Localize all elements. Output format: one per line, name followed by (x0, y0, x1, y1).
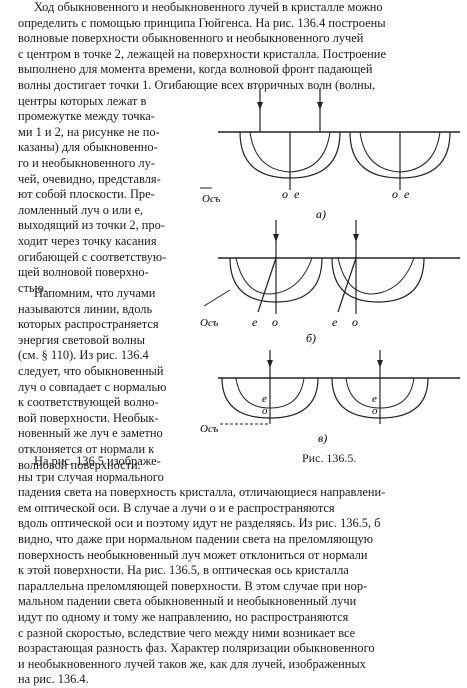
para1-line: стью. (18, 280, 47, 295)
o-label-c2: o (372, 405, 378, 417)
wave-surface-b2 (331, 257, 425, 303)
para2-line: называются линии, вдоль (18, 301, 153, 316)
para3-line: на рис. 136.4. (18, 672, 89, 687)
panel-label-b: б) (306, 331, 316, 345)
para3-line: и необыкновенного лучей таков же, как дл… (18, 656, 366, 671)
e-ray-b1 (257, 257, 277, 313)
arrow-b2 (353, 234, 359, 242)
e-label-b2: e (332, 315, 338, 329)
o-label-a2: o (392, 187, 398, 201)
para1-line: волны достигает точки 1. Огибающие всех … (18, 78, 376, 92)
para3-line: поверхность необыкновенный луч может отк… (18, 547, 368, 562)
figure-caption: Рис. 136.5. (302, 451, 357, 465)
para1-line: чей, очевидно, представля- (18, 171, 161, 186)
para3-line: вдоль оптической оси и поэтому идут не р… (18, 516, 381, 531)
para3-line: мальном падении света обыкновенный и нео… (18, 594, 357, 609)
para1-line: центры которых лежат в (18, 93, 147, 108)
para1-line: выполнено для момента времени, когда вол… (18, 62, 373, 77)
para3-line: к этой поверхности. На рис. 136.5, в опт… (18, 563, 349, 578)
panel-label-c: в) (318, 431, 327, 445)
para1-line: ходит через точку касания (18, 234, 157, 248)
para1-line: выходящий из точки 2, про- (18, 218, 165, 233)
para3-line: ны три случая нормального (18, 469, 164, 484)
para2-line: волновой поверхности. (18, 457, 141, 472)
para2-line: (см. § 110). Из рис. 136.4 (18, 348, 149, 363)
arrow-b1 (273, 234, 279, 242)
para1-line: го и необыкновенного лу- (18, 156, 155, 170)
para3-line: с разной скоростью, вследствие чего межд… (18, 625, 356, 640)
arrow-a2 (317, 102, 323, 110)
para3-line: видно, что даже при нормальном падении с… (18, 532, 374, 546)
axis-mark-b (203, 289, 231, 307)
arrow-c1 (267, 360, 273, 368)
para3-line: На рис. 136.5 изображе- (34, 454, 161, 468)
para3-line: ем оптической оси. В случае a лучи o и e… (18, 500, 335, 515)
para3-line: идут по одному и тому же направлению, но… (18, 610, 349, 624)
para2-line: которых распространяется (18, 317, 159, 332)
arrow-c2 (377, 360, 383, 368)
para2-line: отклоняется от нормали к (18, 442, 155, 456)
o-label-b2: o (352, 315, 358, 329)
e-label-b1: e (252, 315, 258, 329)
para3-line: падения света на поверхность кристалла, … (18, 485, 386, 500)
panel-b: Осъ e o e o б) (200, 220, 460, 345)
para2-line: следует, что обыкновенный (18, 364, 164, 378)
para2-line: новенный же луч e заметно (18, 426, 163, 441)
para1-line: Ход обыкновенного и необыкновенного луче… (34, 0, 383, 14)
para1-line: казаны) для обыкновенно- (18, 140, 158, 155)
e-label-c2: e (372, 393, 377, 405)
para1-line: определить с помощью принципа Гюйгенса. … (18, 15, 386, 30)
axis-label-a: Осъ (202, 193, 221, 205)
wave-surface-b1-inner (235, 257, 313, 295)
figure-136-5: Осъ o e o e а) Осъ e o e o б) (200, 88, 460, 445)
para1-line: волновые поверхности обыкновенного и нео… (18, 31, 364, 46)
arrow-a1 (257, 102, 263, 110)
para1-line: с центром в точке 2, лежащей на поверхно… (18, 46, 386, 61)
e-label-c1: e (262, 393, 267, 405)
para1-line: ломленный луч o или e, (18, 202, 144, 217)
panel-a: Осъ o e o e а) (200, 88, 460, 221)
wave-surface-b2-inner (337, 257, 415, 295)
para1-line: ми 1 и 2, на рисунке не по- (18, 124, 160, 139)
para2-line: Напомним, что лучами (34, 286, 156, 300)
o-label-c1: o (262, 405, 268, 417)
para3-line: возрастающая разность фаз. Характер поля… (18, 641, 375, 656)
para1-line: промежутке между точка- (18, 109, 155, 124)
para2-line: луч o совпадает с нормалью (18, 379, 167, 394)
o-label-b1: o (272, 315, 278, 329)
panel-c: e o e o Осъ в) (200, 350, 460, 445)
o-label-a1: o (282, 187, 288, 201)
para1-line: щей волновой поверхно- (18, 265, 149, 280)
para2-line: к соответствующей волно- (18, 395, 159, 410)
para1-line: огибающей с соответствую- (18, 249, 167, 264)
axis-label-b: Осъ (200, 317, 219, 329)
e-ray-b2 (337, 257, 357, 313)
axis-label-c: Осъ (200, 423, 219, 435)
e-label-a1: e (294, 187, 300, 201)
para1-line: ют собой плоскости. Пре- (18, 187, 155, 202)
para2-line: вой поверхности. Необык- (18, 410, 159, 425)
para2-line: энергия световой волны (18, 332, 146, 347)
para3-line: параллельна преломляющей поверхности. В … (18, 578, 368, 593)
e-label-a2: e (404, 187, 410, 201)
panel-label-a: а) (316, 207, 326, 221)
